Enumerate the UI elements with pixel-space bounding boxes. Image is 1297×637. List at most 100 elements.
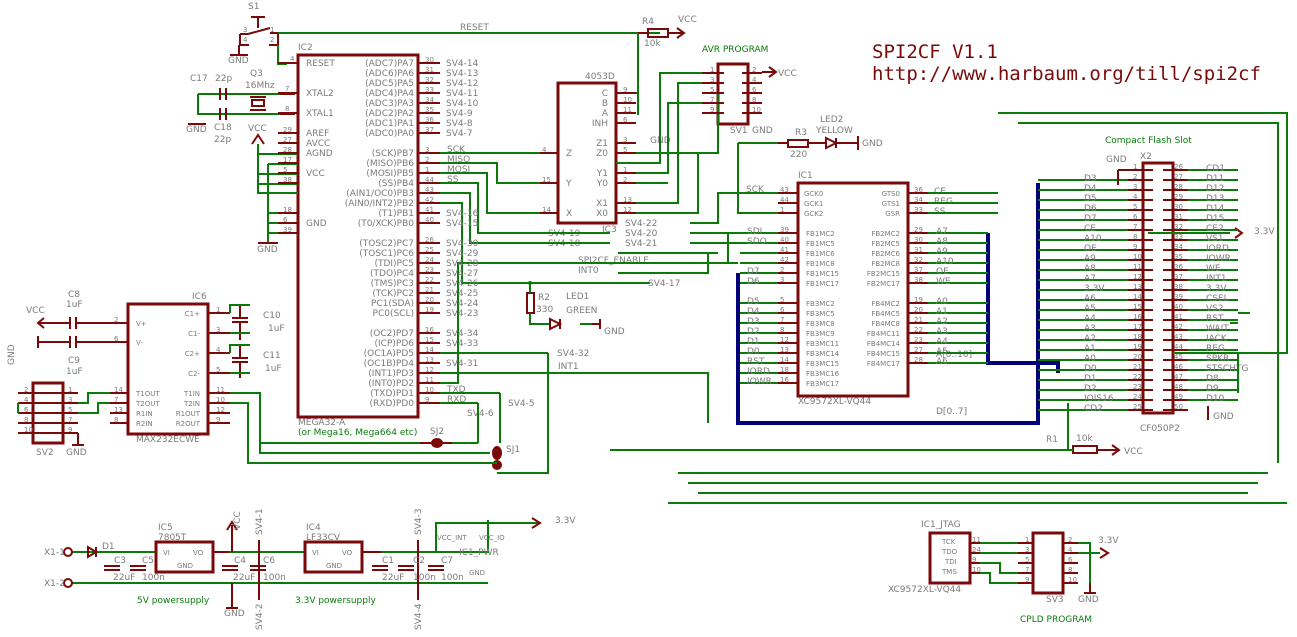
sv3-pin-right: 4 <box>1068 546 1073 554</box>
c5-value: 100n <box>142 573 165 583</box>
ic1-right-net: A1 <box>936 307 948 317</box>
r3-label: R3 <box>795 128 807 138</box>
s1-pin1: 1 <box>270 26 274 34</box>
ic2-net-label: SV4-12 <box>446 79 478 89</box>
sv2-pin-right: 5 <box>68 406 72 414</box>
ic2-pin-label: (ADC4)PA4 <box>365 89 414 99</box>
d1-label: D1 <box>102 542 115 552</box>
jtag-tdi: TDI <box>944 558 957 566</box>
cf-right-net: RST <box>1206 314 1224 324</box>
c17-label: C17 <box>190 74 208 84</box>
ic2-pin-number: 35 <box>425 106 434 114</box>
cf-right-pin: 28 <box>1174 183 1183 191</box>
schematic-url: http://www.harbaum.org/till/spi2cf <box>872 63 1261 85</box>
ic2-net-label: SV4-28 <box>446 259 479 269</box>
ic1-clk-pin: 1 <box>780 206 784 214</box>
cf-right-pin: 35 <box>1174 253 1183 261</box>
ic2-net-label: SV4-7 <box>446 129 473 139</box>
sv2-pin-left: 6 <box>24 406 29 414</box>
ic1-clk-pin: 43 <box>780 186 789 194</box>
sv2-pin-left: 10 <box>24 426 33 434</box>
ic2-pin-number: 13 <box>425 356 434 364</box>
c18-label: C18 <box>214 123 232 133</box>
ic1-right-net: A10 <box>936 257 954 267</box>
ic3-part: 4053D <box>585 72 615 82</box>
s1-pin3: 3 <box>243 26 247 34</box>
pwr-33v: 3.3V <box>555 516 576 526</box>
ic3-right-pin: 5 <box>623 146 627 154</box>
ic1-left-net: D5 <box>747 297 760 307</box>
cf-left-net: A4 <box>1084 314 1096 324</box>
cf-right-net: CSEL <box>1206 294 1229 304</box>
ic2-pin-number: 33 <box>425 86 434 94</box>
jtag-pin: 24 <box>972 546 981 554</box>
ic2-pin-label: (ICP)PD6 <box>375 339 415 349</box>
ic1-left-pin: 14 <box>780 356 789 364</box>
ic1-left-pin: 41 <box>780 246 789 254</box>
ic2-pin-number: 34 <box>425 96 434 104</box>
ic2-left-label: GND <box>306 219 327 229</box>
ic2-net-label: SV4-16 <box>446 209 479 219</box>
sv2-header: SV2 GND <box>17 381 128 458</box>
c4-label: C4 <box>234 556 246 566</box>
cf-left-pin: 12 <box>1133 273 1142 281</box>
ic1-left-label: FB3MC11 <box>806 340 839 348</box>
ic1-right-net: WE <box>936 277 951 287</box>
ic1-left-label: FB3MC8 <box>806 320 835 328</box>
ic1-right-pin: 22 <box>914 326 923 334</box>
ic2-net-label: SV4-27 <box>446 269 478 279</box>
r1-label: R1 <box>1046 435 1058 445</box>
ic2-net-label: MOSI <box>447 165 470 175</box>
ic2-pin-number: 40 <box>425 216 434 224</box>
ic6-right-label: T1IN <box>183 390 200 398</box>
ic2-pin-label: (OC1B)PD4 <box>364 359 415 369</box>
r4-vcc: VCC <box>678 15 697 25</box>
ic1-left-label: FB1MC2 <box>806 230 835 238</box>
cf-left-net: A10 <box>1084 234 1102 244</box>
ic2-net-label: SV4-24 <box>446 299 479 309</box>
ic2-pin-number: 14 <box>425 346 434 354</box>
ic1-right-label: FB4MC5 <box>871 310 900 318</box>
ic1-left-label: FB3MC9 <box>806 330 835 338</box>
ic1-left-pin: 3 <box>780 276 784 284</box>
cf-right-net: VS1 <box>1206 234 1224 244</box>
bus-a-label: A[0..10] <box>936 350 972 360</box>
c2-label: C2 <box>413 556 425 566</box>
cf-left-pin: 17 <box>1133 323 1142 331</box>
ic1-clk-label: GCK2 <box>804 210 823 218</box>
jtag-name: IC1_JTAG <box>921 520 961 530</box>
cf-right-pin: 33 <box>1174 233 1183 241</box>
ic6-right-pin: 1 <box>216 306 220 314</box>
q3-label: Q3 <box>250 69 263 79</box>
ic6-right-pin: 10 <box>216 396 225 404</box>
cf-right-net: CD1 <box>1206 164 1225 174</box>
net-int0: INT0 <box>578 266 599 276</box>
ic2-pin-label: PC1(SDA) <box>371 299 414 309</box>
ic1-right-label: FB4MC15 <box>867 350 900 358</box>
cf-left-pin: 25 <box>1133 403 1142 411</box>
ic3-right-pin: 6 <box>623 116 628 124</box>
ic2-pin-number: 11 <box>425 376 434 384</box>
ic2-pin8: 8 <box>285 105 289 113</box>
s1-pin2: 2 <box>270 36 274 44</box>
ic2-pin-number: 2 <box>425 156 429 164</box>
cf-right-pin: 49 <box>1174 393 1183 401</box>
ic2-net-label: SV4-29 <box>446 249 479 259</box>
ic3-name: IC3 <box>602 225 617 235</box>
cf-left-pin: 15 <box>1133 303 1142 311</box>
ic2-pin7: 7 <box>285 85 289 93</box>
cf-left-pin: 14 <box>1133 293 1142 301</box>
cf-left-net: D7 <box>1084 214 1097 224</box>
cf-left-net: A6 <box>1084 294 1096 304</box>
ic6-part: MAX232ECWE <box>136 435 200 445</box>
sv1-pin-left: 7 <box>710 96 714 104</box>
cf-left-net: D1 <box>1084 374 1097 384</box>
cf-gnd-pin1 <box>1117 169 1128 185</box>
ic6-right-label: T2IN <box>183 400 200 408</box>
ic2-pin-label: (INT0)PD2 <box>368 379 414 389</box>
ic3-left-pin: 15 <box>542 176 551 184</box>
ic2-pin-label: (OC2)PD7 <box>370 329 414 339</box>
ic2-pin-number: 16 <box>425 326 434 334</box>
ic1-right-label: FB2MC6 <box>871 250 900 258</box>
